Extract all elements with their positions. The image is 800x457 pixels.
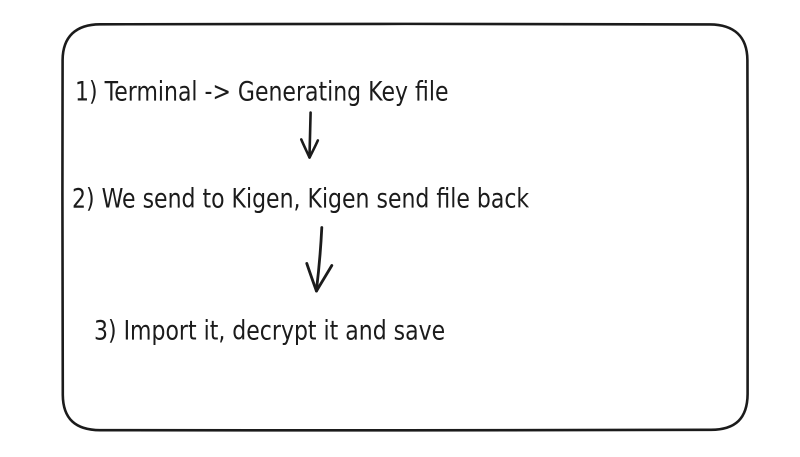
arrow-head-right	[315, 264, 334, 293]
step-1-label: 1) Terminal -> Generating Key file	[75, 77, 449, 108]
arrow-head-left	[305, 262, 318, 293]
step-2-label: 2) We send to Kigen, Kigen send file bac…	[72, 184, 530, 215]
arrow-head-left	[300, 138, 311, 159]
step-3-label: 3) Import it, decrypt it and save	[94, 316, 446, 347]
flowchart-frame	[61, 22, 750, 432]
arrow-shaft	[308, 111, 312, 158]
down-arrow-icon	[305, 226, 334, 293]
down-arrow-icon	[300, 111, 320, 159]
arrow-head-right	[308, 139, 320, 159]
arrow-shaft	[315, 226, 324, 292]
